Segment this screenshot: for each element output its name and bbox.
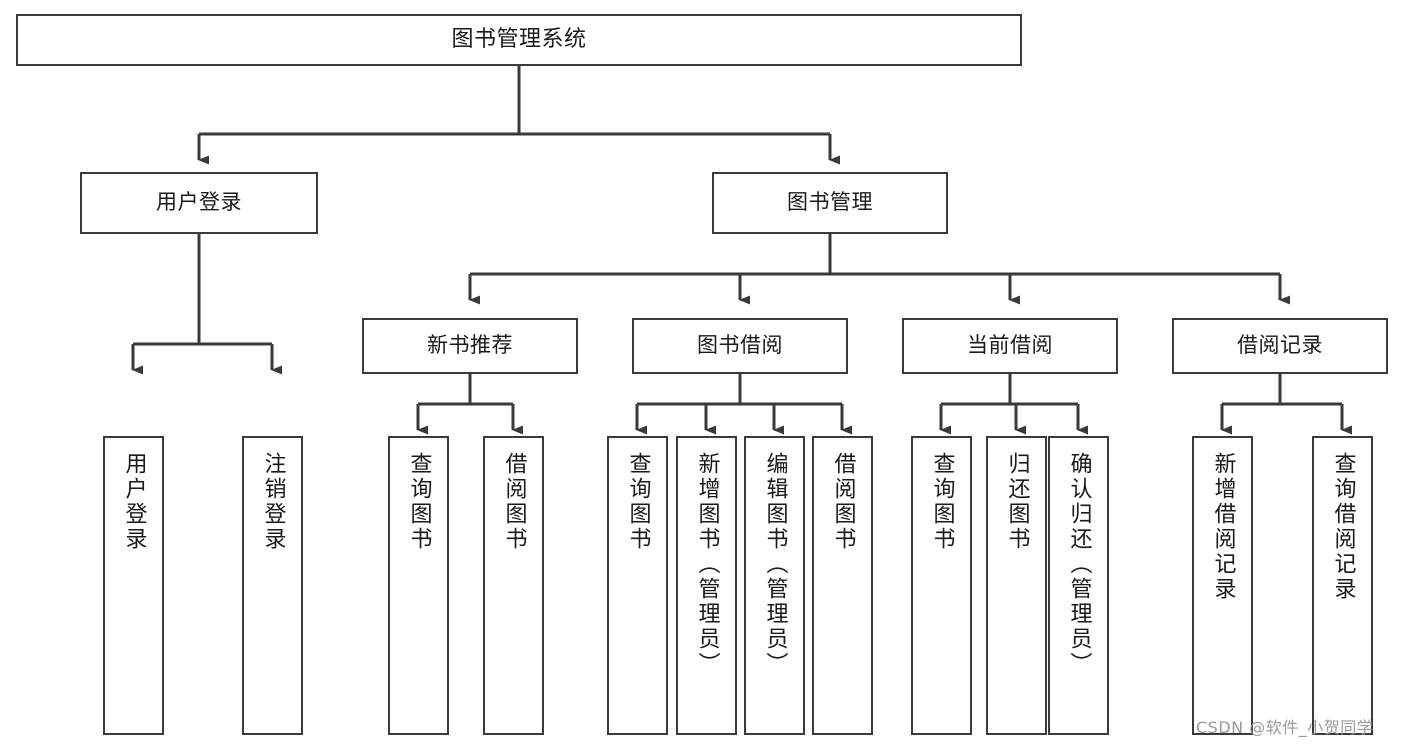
node-leaf-user-login[interactable]: 用户登录 [103, 436, 164, 735]
node-label: 编辑图书（管理员） [762, 452, 788, 677]
node-user-login[interactable]: 用户登录 [80, 172, 318, 234]
node-leaf-add-borrow-record[interactable]: 新增借阅记录 [1192, 436, 1253, 735]
node-label: 查询图书 [625, 452, 651, 552]
node-leaf-query-borrow-record[interactable]: 查询借阅记录 [1312, 436, 1373, 735]
node-label: 借阅记录 [1237, 333, 1323, 358]
node-label: 新书推荐 [427, 333, 513, 358]
node-borrow-record[interactable]: 借阅记录 [1172, 318, 1388, 374]
node-book-management[interactable]: 图书管理 [712, 172, 948, 234]
node-label: 图书管理 [787, 190, 873, 215]
node-label: 查询借阅记录 [1330, 452, 1356, 602]
node-label: 查询图书 [406, 452, 432, 552]
node-leaf-query-book-recommend[interactable]: 查询图书 [388, 436, 449, 735]
node-label: 借阅图书 [501, 452, 527, 552]
node-label: 归还图书 [1004, 452, 1030, 552]
node-label: 查询图书 [929, 452, 955, 552]
node-leaf-return-book[interactable]: 归还图书 [986, 436, 1047, 735]
node-root-book-management-system[interactable]: 图书管理系统 [16, 14, 1022, 66]
node-leaf-borrow-book[interactable]: 借阅图书 [812, 436, 873, 735]
node-label: 确认归还（管理员） [1066, 452, 1092, 677]
node-label: 当前借阅 [967, 333, 1053, 358]
node-leaf-add-book[interactable]: 新增图书（管理员） [676, 436, 737, 735]
node-new-book-recommend[interactable]: 新书推荐 [362, 318, 578, 374]
node-leaf-query-book-borrow[interactable]: 查询图书 [607, 436, 668, 735]
node-label: 新增借阅记录 [1210, 452, 1236, 602]
node-label: 借阅图书 [830, 452, 856, 552]
node-label: 图书管理系统 [451, 26, 587, 52]
node-leaf-borrow-book-recommend[interactable]: 借阅图书 [483, 436, 544, 735]
node-leaf-user-logout[interactable]: 注销登录 [242, 436, 303, 735]
node-book-borrow[interactable]: 图书借阅 [632, 318, 848, 374]
node-label: 图书借阅 [697, 333, 783, 358]
node-label: 注销登录 [260, 452, 286, 552]
node-label: 新增图书（管理员） [694, 452, 720, 677]
node-label: 用户登录 [156, 190, 242, 215]
node-leaf-confirm-return[interactable]: 确认归还（管理员） [1048, 436, 1109, 735]
node-label: 用户登录 [121, 452, 147, 552]
node-current-borrow[interactable]: 当前借阅 [902, 318, 1118, 374]
node-leaf-edit-book[interactable]: 编辑图书（管理员） [744, 436, 805, 735]
node-leaf-query-book-current[interactable]: 查询图书 [911, 436, 972, 735]
